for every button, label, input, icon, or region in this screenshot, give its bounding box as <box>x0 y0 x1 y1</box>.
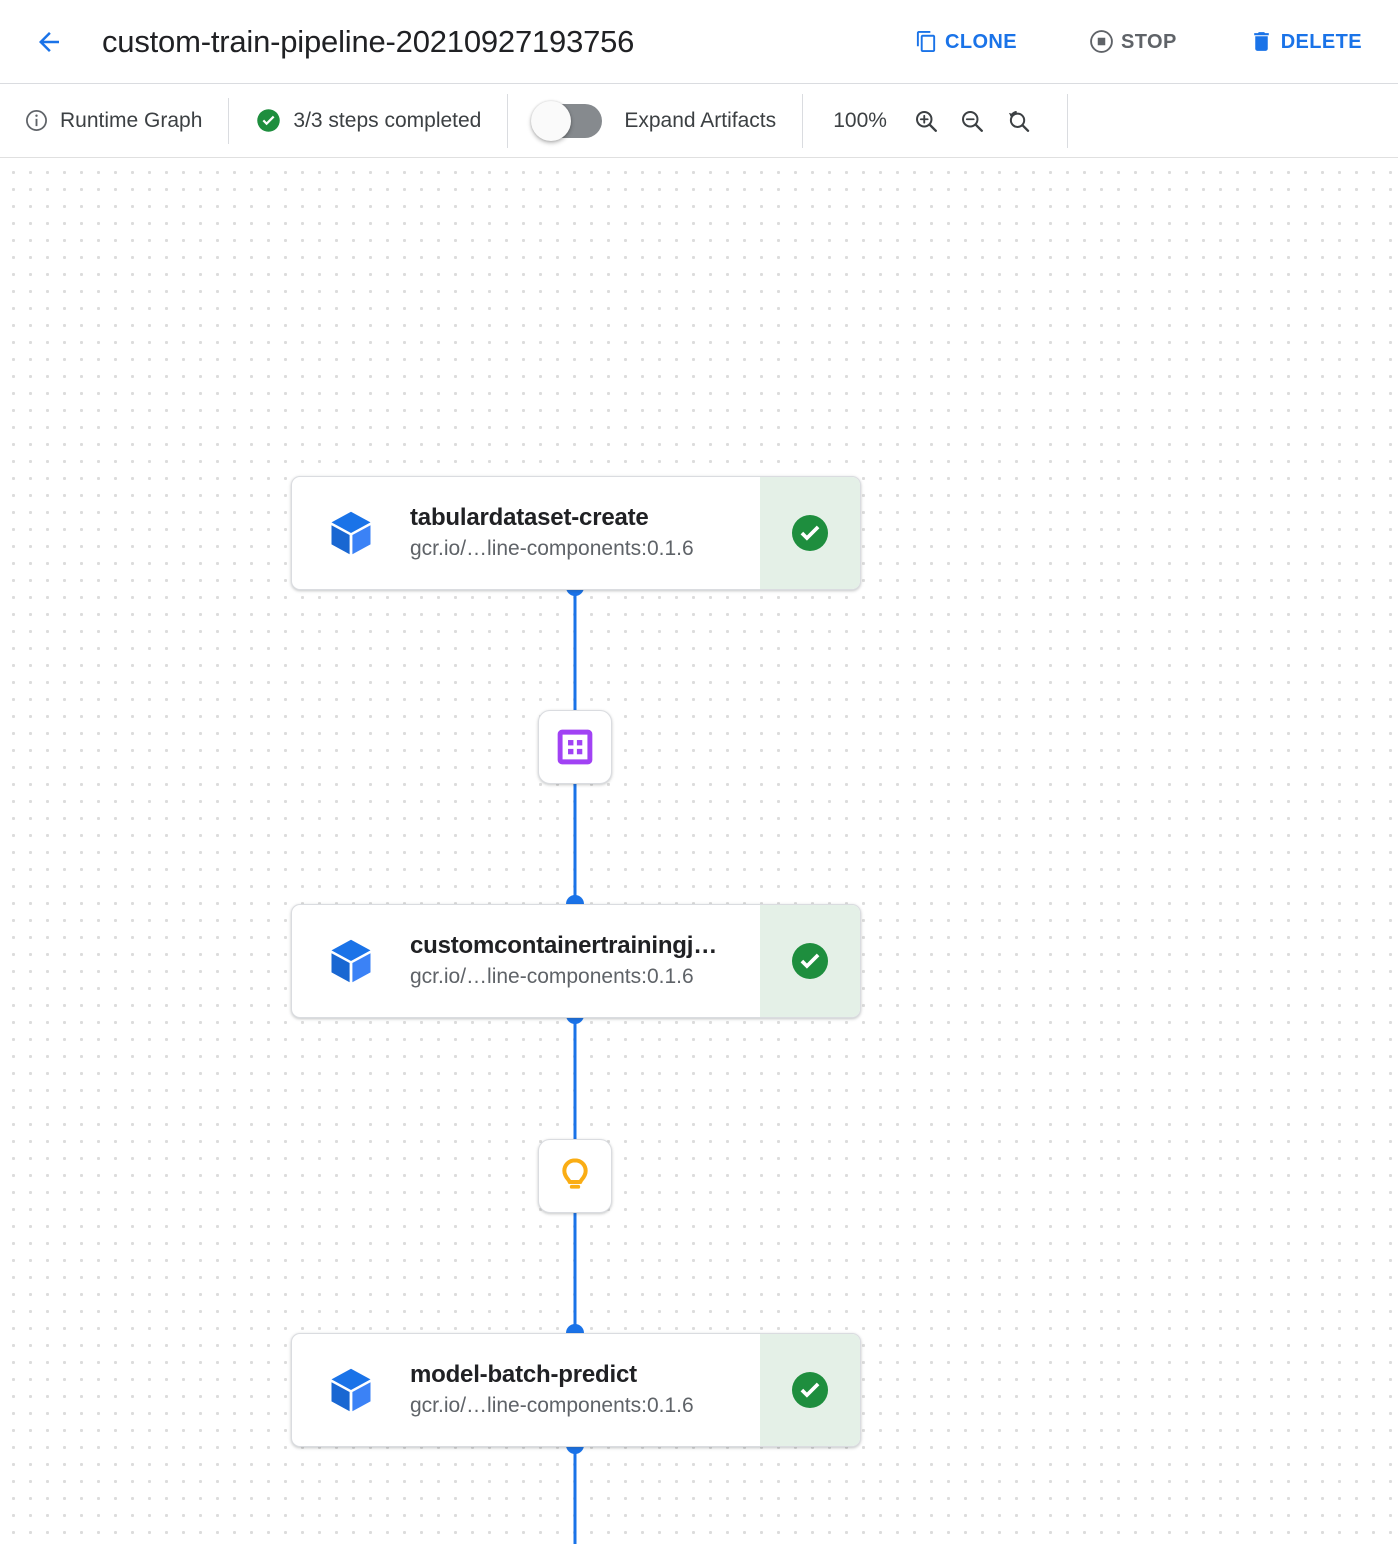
graph-node-tabulardataset-create[interactable]: tabulardataset-create gcr.io/…line-compo… <box>291 476 861 590</box>
graph-canvas[interactable]: tabulardataset-create gcr.io/…line-compo… <box>0 158 1398 1544</box>
expand-artifacts-toggle[interactable] <box>531 100 603 141</box>
page-title: custom-train-pipeline-20210927193756 <box>102 23 635 59</box>
node-icon-wrap <box>292 1334 410 1446</box>
node-status-badge <box>760 905 860 1017</box>
header-actions: CLONE STOP DELETE <box>901 21 1376 62</box>
arrow-back-icon <box>39 31 59 52</box>
toolbar-divider-3 <box>802 93 804 148</box>
cube-icon <box>331 1368 371 1412</box>
stop-button-label: STOP <box>1121 30 1177 53</box>
zoom-reset-icon <box>1009 110 1030 132</box>
info-icon <box>26 110 47 131</box>
graph-artifact-dataset[interactable] <box>538 710 612 784</box>
clone-button-label: CLONE <box>945 30 1017 53</box>
zoom-out-button[interactable] <box>949 98 995 144</box>
toolbar-divider-1 <box>228 97 230 144</box>
run-status: 3/3 steps completed <box>255 84 481 157</box>
node-text: tabulardataset-create gcr.io/…line-compo… <box>410 477 760 589</box>
dataset-icon <box>557 729 593 765</box>
trash-icon <box>1253 32 1269 51</box>
stop-button[interactable]: STOP <box>1075 21 1191 62</box>
check-circle-icon <box>791 942 829 980</box>
node-text: model-batch-predict gcr.io/…line-compone… <box>410 1334 760 1446</box>
toggle-knob <box>531 100 572 141</box>
copy-icon <box>916 30 936 53</box>
graph-artifact-model[interactable] <box>538 1139 612 1213</box>
zoom-out-icon <box>962 110 984 132</box>
node-title: customcontainertrainingj… <box>410 932 718 960</box>
expand-artifacts-label-wrap: Expand Artifacts <box>624 84 776 157</box>
pipeline-graph: tabulardataset-create gcr.io/…line-compo… <box>0 158 1398 1544</box>
zoom-in-icon <box>916 110 938 132</box>
page-header: custom-train-pipeline-20210927193756 CLO… <box>0 0 1398 84</box>
node-title: model-batch-predict <box>410 1361 637 1389</box>
node-icon-wrap <box>292 905 410 1017</box>
node-subtitle: gcr.io/…line-components:0.1.6 <box>410 965 694 989</box>
check-circle-icon <box>257 109 281 132</box>
node-subtitle: gcr.io/…line-components:0.1.6 <box>410 537 694 561</box>
node-subtitle: gcr.io/…line-components:0.1.6 <box>410 1394 694 1418</box>
back-button[interactable] <box>26 19 72 65</box>
zoom-reset-button[interactable] <box>995 98 1041 144</box>
node-icon-wrap <box>292 477 410 589</box>
cube-icon <box>331 939 371 983</box>
node-status-badge <box>760 477 860 589</box>
toolbar-divider-4 <box>1067 93 1069 148</box>
run-status-label: 3/3 steps completed <box>293 108 482 132</box>
graph-node-model-batch-predict[interactable]: model-batch-predict gcr.io/…line-compone… <box>291 1333 861 1447</box>
cube-icon <box>331 511 371 555</box>
graph-toolbar: Runtime Graph 3/3 steps completed Expand… <box>0 84 1398 158</box>
zoom-in-button[interactable] <box>903 98 949 144</box>
lightbulb-icon <box>562 1158 588 1189</box>
delete-button-label: DELETE <box>1280 30 1362 53</box>
stop-circle-icon <box>1090 30 1113 53</box>
expand-artifacts-label: Expand Artifacts <box>624 108 777 132</box>
delete-button[interactable]: DELETE <box>1235 21 1376 62</box>
node-title: tabulardataset-create <box>410 504 649 532</box>
toolbar-divider-2 <box>507 93 509 148</box>
graph-node-customcontainertrainingjob[interactable]: customcontainertrainingj… gcr.io/…line-c… <box>291 904 861 1018</box>
runtime-graph-label: Runtime Graph <box>60 108 203 132</box>
zoom-level: 100% <box>833 108 887 132</box>
check-circle-icon <box>791 1371 829 1409</box>
node-text: customcontainertrainingj… gcr.io/…line-c… <box>410 905 760 1017</box>
clone-button[interactable]: CLONE <box>901 22 1031 61</box>
node-status-badge <box>760 1334 860 1446</box>
check-circle-icon <box>791 514 829 552</box>
runtime-graph-mode[interactable]: Runtime Graph <box>24 84 202 157</box>
